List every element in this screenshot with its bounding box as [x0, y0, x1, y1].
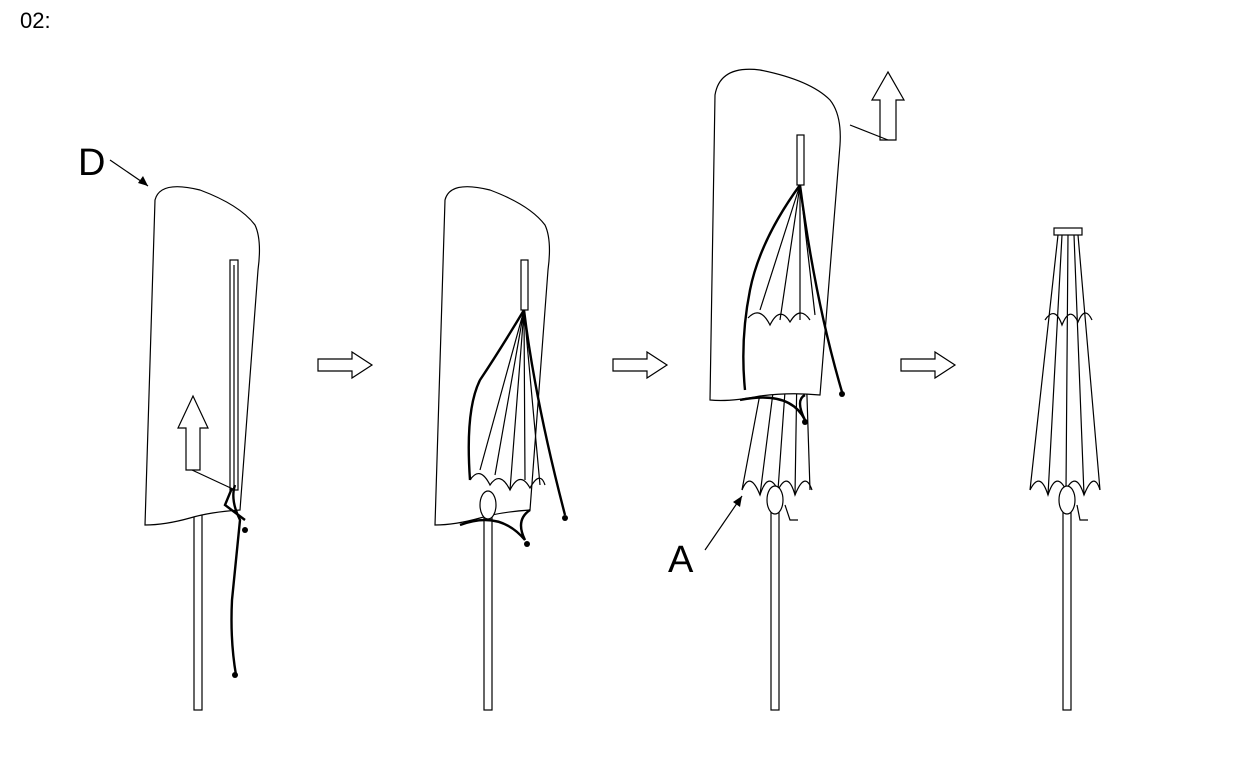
cover: [144, 186, 261, 526]
cord: [739, 393, 807, 421]
canopy-ribs: [759, 184, 816, 321]
right-arrow-icon: [317, 350, 374, 380]
crank-housing: [766, 485, 784, 515]
cord: [467, 309, 526, 481]
canopy-edge: [469, 473, 546, 492]
cord: [798, 184, 844, 393]
up-arrow-icon: [870, 70, 906, 141]
canopy-fold: [1044, 312, 1093, 327]
cord: [742, 184, 801, 391]
crank-handle: [1076, 504, 1088, 521]
pole: [1062, 499, 1072, 711]
arrow-leader: [849, 124, 889, 141]
cord: [522, 309, 567, 516]
crank-housing: [479, 490, 497, 520]
arrowhead: [733, 496, 742, 507]
canopy-ribs: [479, 309, 541, 491]
cover: [434, 186, 551, 526]
canopy-ribs: [1029, 234, 1101, 496]
figure-umbrella-closed: [1029, 227, 1101, 711]
up-arrow-icon: [177, 394, 209, 471]
label-umbrella: A: [668, 539, 694, 581]
crank-housing: [1058, 485, 1076, 515]
arrowhead: [138, 176, 148, 186]
pole: [770, 499, 780, 711]
cord-end: [562, 515, 568, 521]
figure-cover-unzipped: [434, 186, 568, 711]
canopy-edge: [747, 312, 811, 327]
cord-end: [839, 391, 845, 397]
cord-end: [242, 527, 248, 533]
right-arrow-icon: [900, 350, 957, 380]
right-arrow-icon: [612, 350, 669, 380]
cover: [709, 68, 841, 402]
cord: [223, 487, 246, 521]
figure-cover-on: [144, 186, 261, 711]
pole: [193, 514, 203, 711]
crank-handle: [784, 504, 798, 521]
cord: [230, 484, 242, 676]
label-leader: [704, 495, 743, 551]
figure-cover-lifted: [709, 68, 906, 711]
canopy-top: [1053, 227, 1083, 236]
label-cover: D: [78, 142, 105, 184]
arrow-leader: [191, 469, 236, 491]
cord-end: [232, 672, 238, 678]
cord: [459, 509, 531, 541]
cord-end: [802, 419, 808, 425]
cord-end: [524, 541, 530, 547]
pole: [483, 514, 493, 711]
step-label: 02:: [20, 8, 51, 33]
